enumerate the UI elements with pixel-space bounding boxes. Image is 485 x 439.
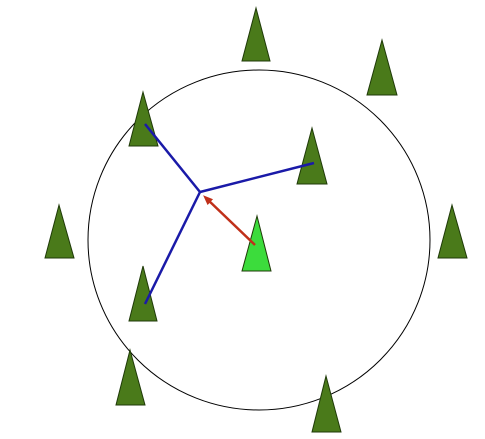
tree-icon (437, 203, 468, 259)
tree-highlighted-icon (241, 214, 272, 272)
tree-icon (44, 203, 75, 259)
tree-icon (115, 348, 146, 406)
movement-arrow (203, 195, 256, 246)
neighborhood-circle (87, 69, 431, 411)
tree-icon (241, 6, 271, 62)
connector-line-right (199, 161, 315, 194)
connector-line-lower-left (143, 191, 202, 305)
tree-icon (128, 265, 158, 322)
tree-icon (128, 90, 159, 147)
tree-icon (296, 126, 328, 185)
connector-line-upper-left (144, 123, 201, 193)
connector-lines (143, 123, 315, 305)
trees-layer (44, 6, 468, 433)
tree-icon (311, 374, 342, 433)
tree-icon (366, 38, 398, 96)
